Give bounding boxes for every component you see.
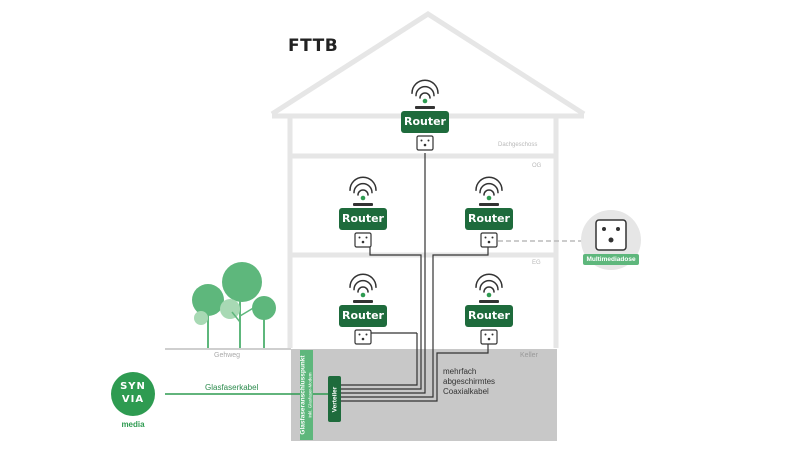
wall-socket-icon [354,329,372,345]
diagram-title: FTTB [288,36,339,56]
router-attic: Router [401,111,449,133]
logo-line-2: VIA [121,394,145,405]
floor-label-attic: Dachgeschoss [498,142,538,148]
wifi-icon [479,182,499,194]
fiber-cable-label: Glasfaserkabel [205,383,259,392]
router-antenna-bar [353,300,373,303]
trees-illustration [192,262,276,348]
router-upper-left: Router [339,208,387,230]
wall-socket-icon [416,135,434,151]
router-antenna-bar [415,106,435,109]
fiber-connection-label: Glasfaseranschlusspunkt [299,355,307,435]
coax-label-line-1: mehrfach [443,367,477,376]
coax-cables [341,153,489,402]
wifi-dot-icon [486,292,492,298]
floor-label-upper: OG [532,163,542,169]
logo-line-1: SYN [120,381,146,392]
wifi-icon [475,176,503,191]
wifi-dot-icon [360,195,366,201]
sidewalk-label: Gehweg [214,352,241,359]
router-antenna-bar [479,203,499,206]
multimedia-socket-icon [595,219,627,251]
wifi-icon [411,79,439,94]
distributor-label: Verteiler [331,386,339,412]
distributor-box: Verteiler [328,376,341,422]
router-antenna-bar [479,300,499,303]
wifi-icon [353,182,373,194]
wall-socket-icon [480,329,498,345]
synvia-logo [111,372,155,416]
wifi-icon [353,279,373,291]
wifi-icon [349,273,377,288]
multimedia-socket-label: Multimediadose [583,254,639,265]
wifi-icon [349,176,377,191]
router-antenna-bar [353,203,373,206]
router-ground-left: Router [339,305,387,327]
coax-cable-label: mehrfach abgeschirmtes Coaxialkabel [443,367,495,397]
wifi-icon [483,286,495,293]
wifi-dot-icon [422,98,428,104]
wall-socket-icon [354,232,372,248]
floor-label-ground: EG [532,260,541,266]
router-ground-right: Router [465,305,513,327]
router-upper-right: Router [465,208,513,230]
wifi-icon [357,286,369,293]
wifi-icon [419,92,431,99]
wall-socket-icon [480,232,498,248]
floor-label-basement: Keller [520,352,538,359]
fiber-connection-sublabel: inkl. Glasfaser-Modem [307,372,313,418]
wifi-icon [483,189,495,196]
wifi-dot-icon [486,195,492,201]
wifi-icon [357,189,369,196]
wifi-dot-icon [360,292,366,298]
wifi-icon [479,279,499,291]
routers-graphics [349,79,503,345]
wifi-icon [475,273,503,288]
fiber-connection-point: Glasfaseranschlusspunkt inkl. Glasfaser-… [300,350,313,440]
coax-label-line-3: Coaxialkabel [443,387,489,396]
logo-tagline: media [121,420,145,429]
coax-label-line-2: abgeschirmtes [443,377,496,386]
house-outline [270,11,586,348]
wifi-icon [415,85,435,97]
